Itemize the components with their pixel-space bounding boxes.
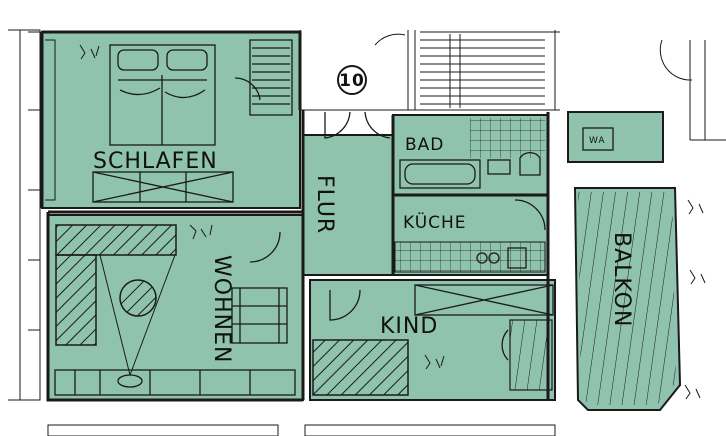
label-kind: KIND [380,314,438,339]
label-flur: FLUR [312,175,337,234]
room-balkon: BALKON [573,187,682,411]
label-kueche: KÜCHE [403,211,467,233]
plant-icons [79,44,706,400]
label-balkon: BALKON [609,232,634,327]
room-wohnen: WOHNEN [47,214,304,401]
room-bad: BAD [392,114,549,196]
staircase [374,30,693,110]
unit-number-marker: 10 [337,65,367,95]
label-schlafen: SCHLAFEN [93,149,218,174]
room-kueche: KÜCHE [392,194,549,276]
room-schlafen: SCHLAFEN [41,31,301,209]
label-bad: BAD [405,135,444,155]
room-flur: FLUR [302,111,394,276]
walls [40,30,550,402]
label-wa: WA [589,136,606,146]
room-kind: KIND [309,279,556,401]
room-wa: WA [567,111,664,163]
unit-number-label: 10 [339,71,365,91]
label-wohnen: WOHNEN [209,255,234,363]
